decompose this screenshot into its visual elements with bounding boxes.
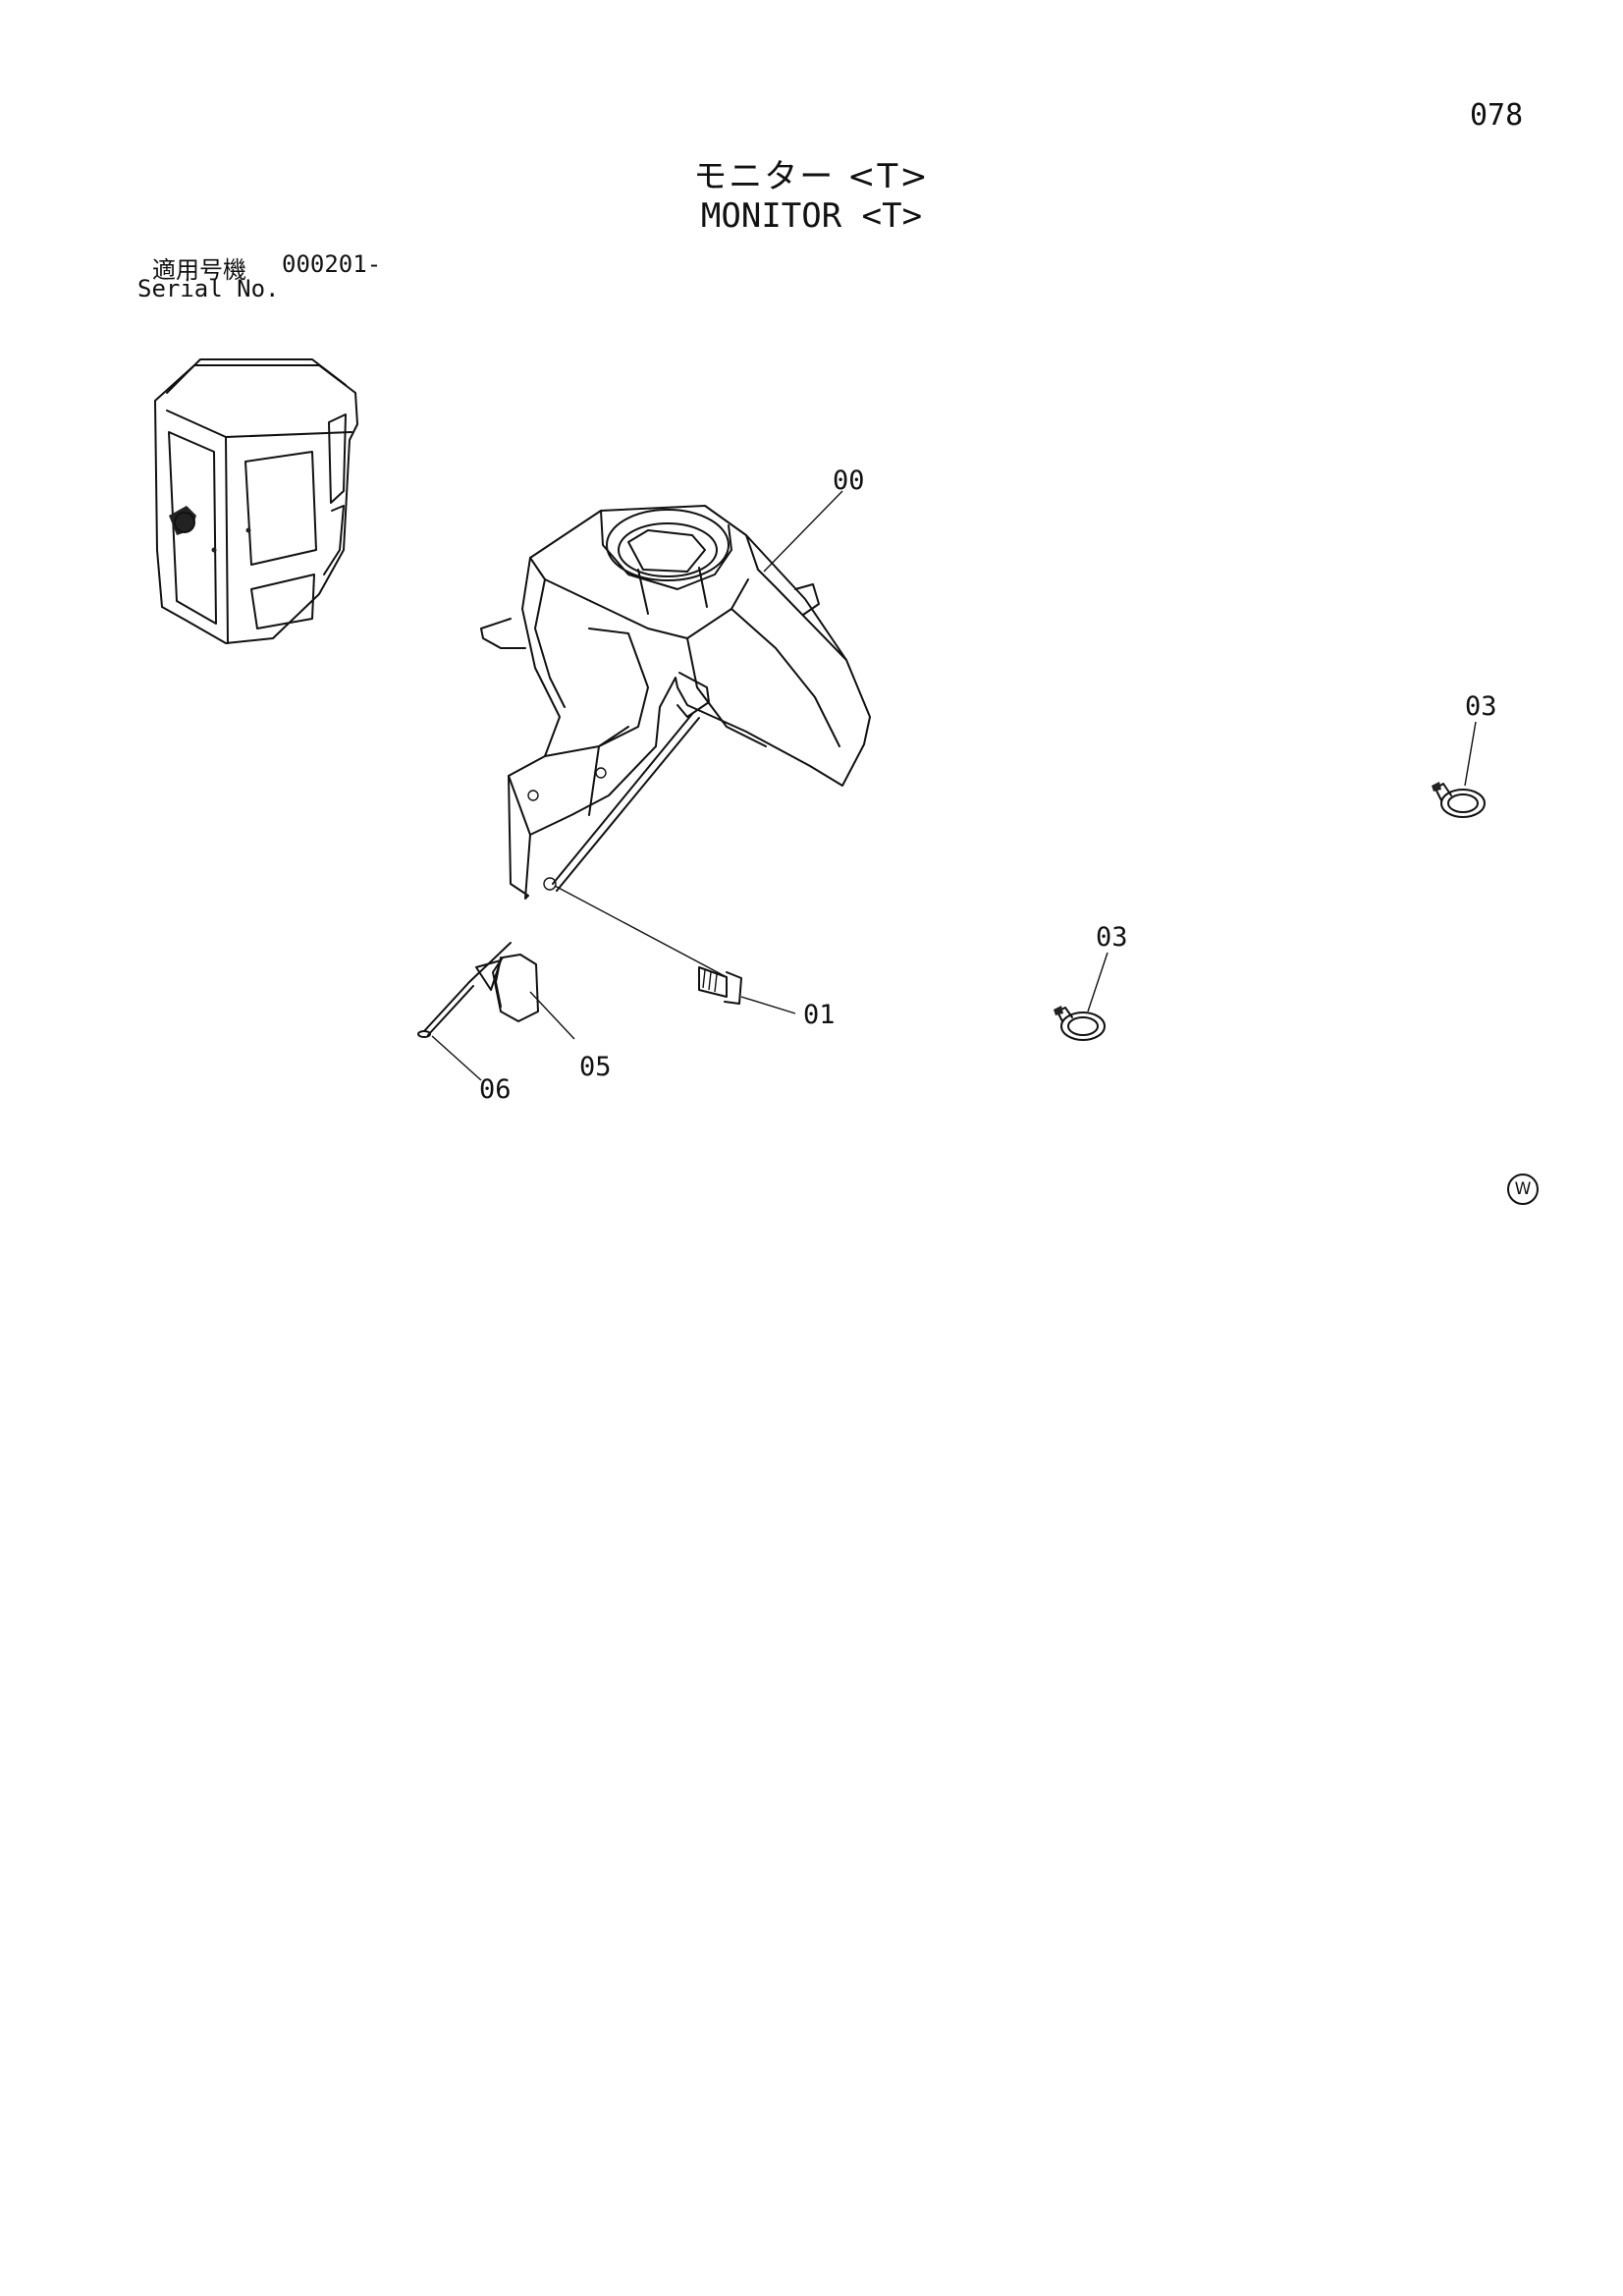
serial-range: 000201- — [282, 250, 382, 278]
callout-01: 01 — [803, 1000, 836, 1030]
leader-lines — [431, 490, 1477, 1081]
cab-locator-icon — [154, 358, 358, 644]
callout-06: 06 — [479, 1074, 512, 1105]
monitor-bracket-assembly — [480, 505, 871, 900]
page-number: 078 — [1470, 98, 1524, 133]
page-title-english: MONITOR <T> — [700, 196, 923, 236]
callout-05: 05 — [579, 1052, 612, 1082]
pin-icon — [417, 942, 512, 1038]
copyright-mark: W — [1507, 1174, 1539, 1205]
serial-label-japanese: 適用号機 — [152, 256, 246, 284]
hose-clamp-icon — [1432, 782, 1486, 818]
callout-03-upper: 03 — [1465, 691, 1497, 722]
rubber-cap-icon — [475, 954, 539, 1022]
bolt-icon — [698, 966, 742, 1005]
callout-00: 00 — [833, 465, 865, 496]
serial-label-english: Serial No. — [137, 275, 280, 302]
page-title-japanese: モニター <T> — [693, 157, 930, 196]
hose-clamp-icon — [1054, 1006, 1106, 1041]
callout-03-lower: 03 — [1096, 922, 1128, 953]
